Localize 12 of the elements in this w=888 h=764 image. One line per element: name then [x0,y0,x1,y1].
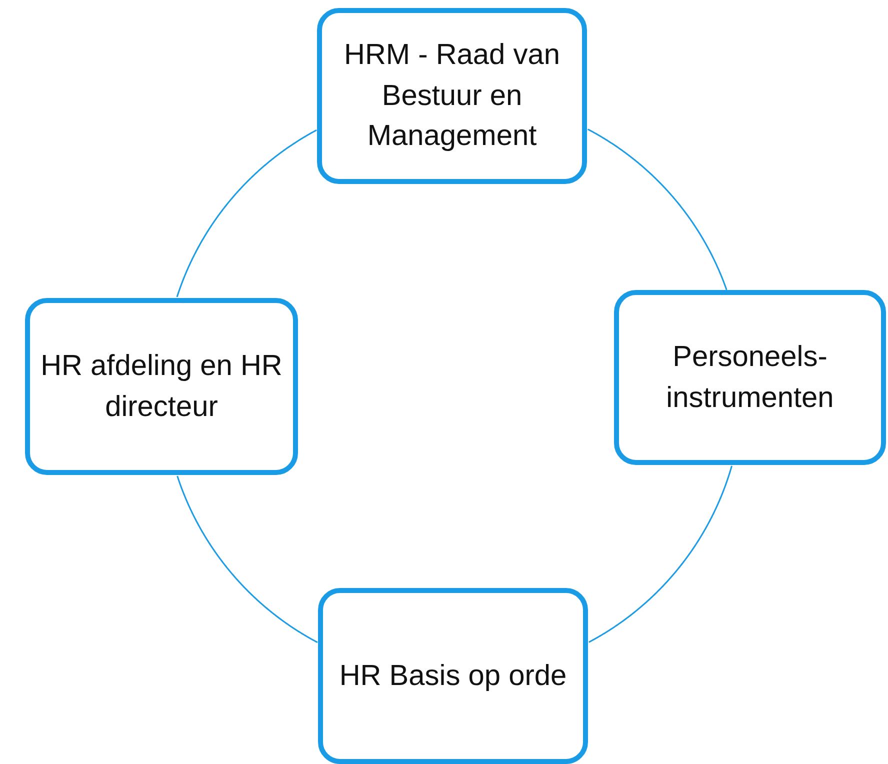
node-label: Personeels-instrumenten [665,340,835,416]
rounded-box [317,8,587,184]
connector-arc [176,129,317,298]
rounded-box [25,298,298,475]
node-label: HR Basis op orde [339,658,567,694]
connector-arc [176,476,318,644]
node-label: HRM - Raad van Bestuur en Management [343,38,561,154]
node-label: HR afdeling en HR directeur [40,348,284,424]
rounded-box [614,290,886,465]
rounded-box [318,588,588,764]
connector-arc [588,466,732,643]
connector-arc [587,128,728,290]
